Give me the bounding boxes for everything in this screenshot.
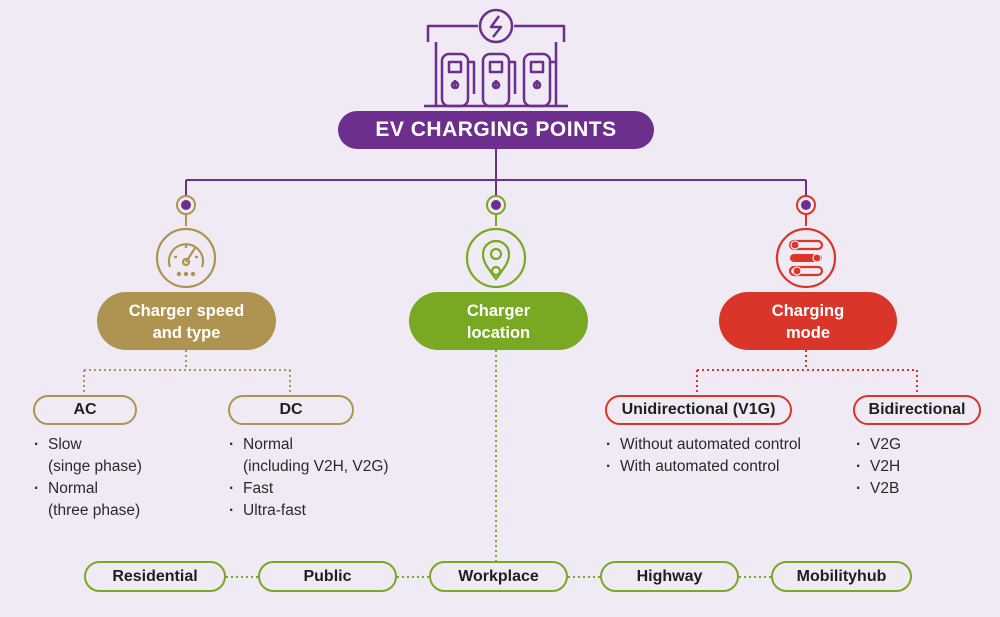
node-dot-speed — [176, 195, 196, 215]
page-title: EV CHARGING POINTS — [338, 111, 654, 149]
bidirectional-list: V2G V2H V2B — [856, 434, 901, 500]
location-pin-icon — [465, 227, 527, 294]
list-item: Normal (three phase) — [34, 478, 142, 522]
charging-station-icon — [420, 6, 572, 115]
location-public: Public — [258, 561, 397, 592]
unidirectional-list: Without automated control With automated… — [606, 434, 801, 478]
category-charger-location: Charger location — [409, 292, 588, 350]
location-mobilityhub: Mobilityhub — [771, 561, 912, 592]
toggle-switches-icon — [775, 227, 837, 294]
category-label: Charger speed and type — [128, 301, 245, 342]
list-item: With automated control — [606, 456, 801, 478]
location-residential: Residential — [84, 561, 226, 592]
ac-list: Slow (singe phase) Normal (three phase) — [34, 434, 142, 522]
option-bidirectional: Bidirectional — [853, 395, 981, 425]
list-item: Normal (including V2H, V2G) — [229, 434, 389, 478]
location-workplace: Workplace — [429, 561, 568, 592]
option-unidirectional: Unidirectional (V1G) — [605, 395, 792, 425]
node-dot-mode — [796, 195, 816, 215]
category-label: Charging mode — [771, 301, 845, 342]
category-charger-speed: Charger speed and type — [97, 292, 276, 350]
category-label: Charger location — [466, 301, 531, 342]
list-item: Fast — [229, 478, 389, 500]
list-item: V2H — [856, 456, 901, 478]
list-item: V2G — [856, 434, 901, 456]
category-charging-mode: Charging mode — [719, 292, 897, 350]
dc-list: Normal (including V2H, V2G) Fast Ultra-f… — [229, 434, 389, 522]
location-highway: Highway — [600, 561, 739, 592]
list-item: Ultra-fast — [229, 500, 389, 522]
option-ac: AC — [33, 395, 137, 425]
list-item: V2B — [856, 478, 901, 500]
speedometer-icon — [155, 227, 217, 294]
option-dc: DC — [228, 395, 354, 425]
node-dot-location — [486, 195, 506, 215]
list-item: Slow (singe phase) — [34, 434, 142, 478]
list-item: Without automated control — [606, 434, 801, 456]
